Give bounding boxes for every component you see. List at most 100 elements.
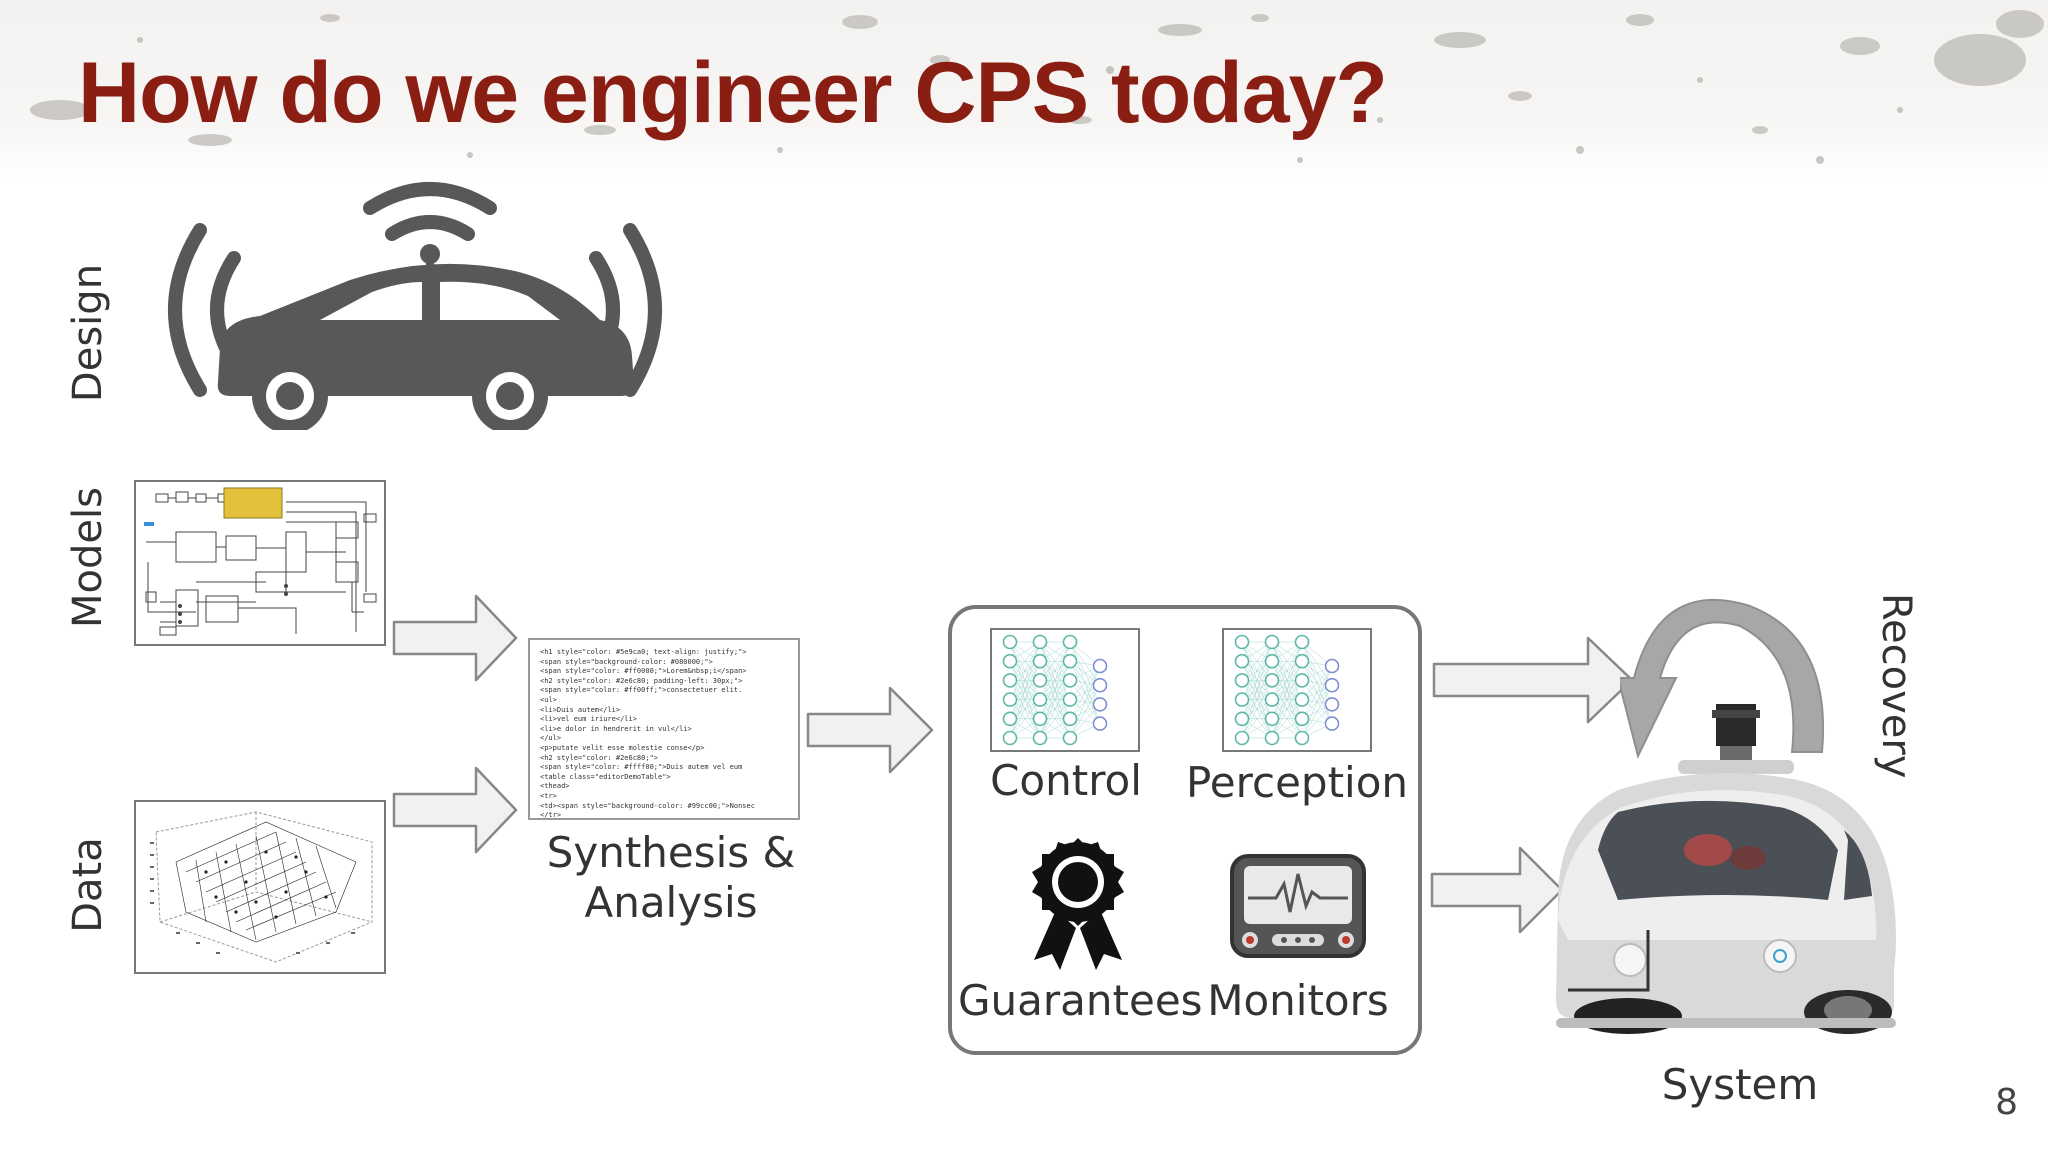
nn-edge — [1241, 641, 1273, 681]
nn-edge — [1271, 641, 1303, 719]
recovery-loop-arrow — [1620, 598, 1824, 759]
nn-edge — [1069, 665, 1101, 739]
nn-edge — [1271, 680, 1303, 739]
nn-edge — [1069, 665, 1101, 700]
nn-edge — [1271, 699, 1303, 739]
code-line: <h2 style="color: #2e6c80;"> — [540, 753, 659, 762]
code-line: </tr> — [540, 811, 562, 820]
nn-node — [1032, 653, 1048, 669]
nn-node — [1062, 634, 1078, 650]
nn-node — [1002, 673, 1018, 688]
monitor-device-icon — [1230, 854, 1366, 958]
code-line: <tr> — [540, 791, 557, 800]
nn-edge — [1009, 661, 1041, 739]
scatter-3d-image — [150, 811, 373, 963]
nn-edge — [1039, 680, 1071, 739]
code-line: <li>Duis autem</li> — [540, 705, 621, 714]
nn-edge — [1069, 704, 1101, 739]
nn-node — [1294, 673, 1310, 688]
nn-node — [1032, 673, 1048, 688]
nn-node — [1032, 711, 1048, 727]
row-label-data: Data — [65, 837, 111, 933]
row-label-design: Design — [65, 263, 111, 403]
nn-edge — [1271, 641, 1303, 681]
arrow-panel-to-system-top — [1432, 636, 1634, 724]
nn-node — [1092, 658, 1108, 674]
nn-node — [1002, 711, 1018, 727]
nn-edge — [1009, 680, 1041, 739]
nn-node — [1032, 634, 1048, 650]
code-line: <h1 style="color: #5e9ca0; text-align: j… — [540, 648, 747, 656]
nn-node — [1324, 658, 1340, 674]
nn-node — [1234, 730, 1250, 746]
nn-node — [1234, 711, 1250, 727]
nn-edge — [1301, 665, 1333, 739]
nn-edge — [1271, 641, 1303, 700]
neural-network-perception-icon — [1222, 628, 1372, 752]
data-thumbnail — [134, 800, 386, 974]
header-texture — [30, 10, 2044, 164]
monitors-label: Monitors — [1207, 976, 1389, 1025]
synthesis-label-line2: Analysis — [584, 878, 758, 927]
nn-node — [1234, 634, 1250, 650]
models-thumbnail — [134, 480, 386, 646]
nn-node — [1002, 634, 1018, 650]
code-line: <span style="color: #ff0000;">Lorem&nbsp… — [540, 667, 747, 676]
nn-node — [1092, 677, 1108, 693]
nn-edge — [1069, 685, 1101, 739]
code-line: <li>vel eum iriure</li> — [540, 715, 637, 724]
nn-node — [1002, 653, 1018, 669]
synthesis-label-line1: Synthesis & — [546, 828, 796, 877]
nn-node — [1264, 634, 1280, 650]
nn-node — [1062, 692, 1078, 707]
nn-edge — [1039, 699, 1071, 739]
arrow-models-to-synthesis — [392, 594, 518, 682]
code-line: <span style="background-color: #080000;"… — [540, 657, 713, 666]
nn-edge — [1009, 641, 1041, 700]
code-line: <li>e dolor in hendrerit in vul</li> — [540, 724, 692, 733]
nn-node — [1062, 711, 1078, 727]
nn-node — [1324, 697, 1340, 712]
nn-node — [1264, 730, 1280, 746]
nn-node — [1264, 692, 1280, 707]
nn-node — [1264, 653, 1280, 669]
nn-edge — [1301, 665, 1333, 719]
nn-edge — [1069, 665, 1101, 719]
nn-edge — [1241, 641, 1273, 700]
code-line: <span style="color: #ff00ff;">consectetu… — [540, 686, 743, 695]
block-diagram-image — [144, 487, 377, 636]
nn-edge — [1039, 661, 1071, 739]
neural-network-control-icon — [990, 628, 1140, 752]
nn-edge — [1009, 641, 1041, 719]
nn-edge — [1301, 704, 1333, 739]
nn-edge — [1241, 680, 1273, 739]
nn-edge — [1301, 665, 1333, 700]
arrow-synthesis-to-panel — [806, 686, 934, 774]
nn-node — [1002, 692, 1018, 707]
guarantees-label: Guarantees — [958, 976, 1203, 1025]
nn-node — [1234, 673, 1250, 688]
code-line: <h2 style="color: #2e6c80; padding-left:… — [540, 676, 743, 685]
nn-node — [1092, 697, 1108, 712]
header-band — [0, 0, 2048, 180]
nn-node — [1294, 653, 1310, 669]
arrow-panel-to-system-bottom — [1430, 846, 1564, 934]
nn-edge — [1241, 661, 1273, 739]
nn-node — [1324, 716, 1340, 731]
page-number: 8 — [1995, 1082, 2018, 1123]
nn-edge — [1039, 641, 1071, 700]
code-line: <td><span style="background-color: #99cc… — [540, 801, 755, 810]
nn-edge — [1301, 685, 1333, 739]
award-ribbon-icon — [1032, 838, 1124, 970]
nn-node — [1032, 730, 1048, 746]
nn-edge — [1271, 661, 1303, 739]
nn-node — [1002, 730, 1018, 746]
nn-node — [1234, 692, 1250, 707]
code-line: <thead> — [540, 782, 570, 791]
perception-label: Perception — [1185, 758, 1409, 807]
nn-node — [1092, 716, 1108, 731]
arrow-data-to-synthesis — [392, 766, 518, 854]
nn-node — [1294, 634, 1310, 650]
code-line: <table class="editorDemoTable"> — [540, 772, 671, 781]
nn-edge — [1241, 641, 1273, 719]
